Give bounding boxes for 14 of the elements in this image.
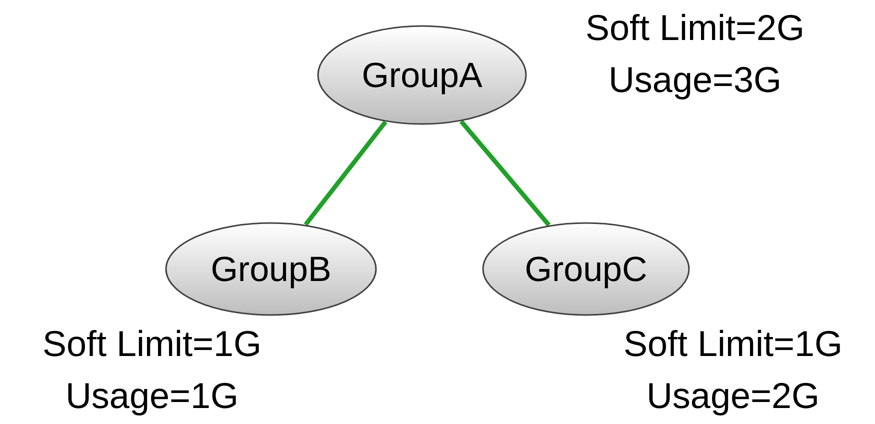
annotation-text: Usage=3G (608, 60, 782, 100)
connector-line (460, 120, 551, 227)
annotation-text: Soft Limit=1G (42, 324, 262, 364)
node-label: GroupC (524, 252, 648, 286)
group-ellipse (165, 222, 377, 316)
node-label: GroupB (210, 252, 332, 286)
annotation-text: Usage=1G (65, 376, 239, 416)
group-ellipse (317, 25, 527, 125)
annotation-text: Soft Limit=1G (623, 324, 843, 364)
annotation-text: Soft Limit=2G (585, 8, 805, 48)
node-label: GroupA (362, 58, 482, 92)
annotation-text: Usage=2G (646, 376, 820, 416)
group-ellipse (482, 222, 690, 316)
connector-line (304, 120, 388, 226)
